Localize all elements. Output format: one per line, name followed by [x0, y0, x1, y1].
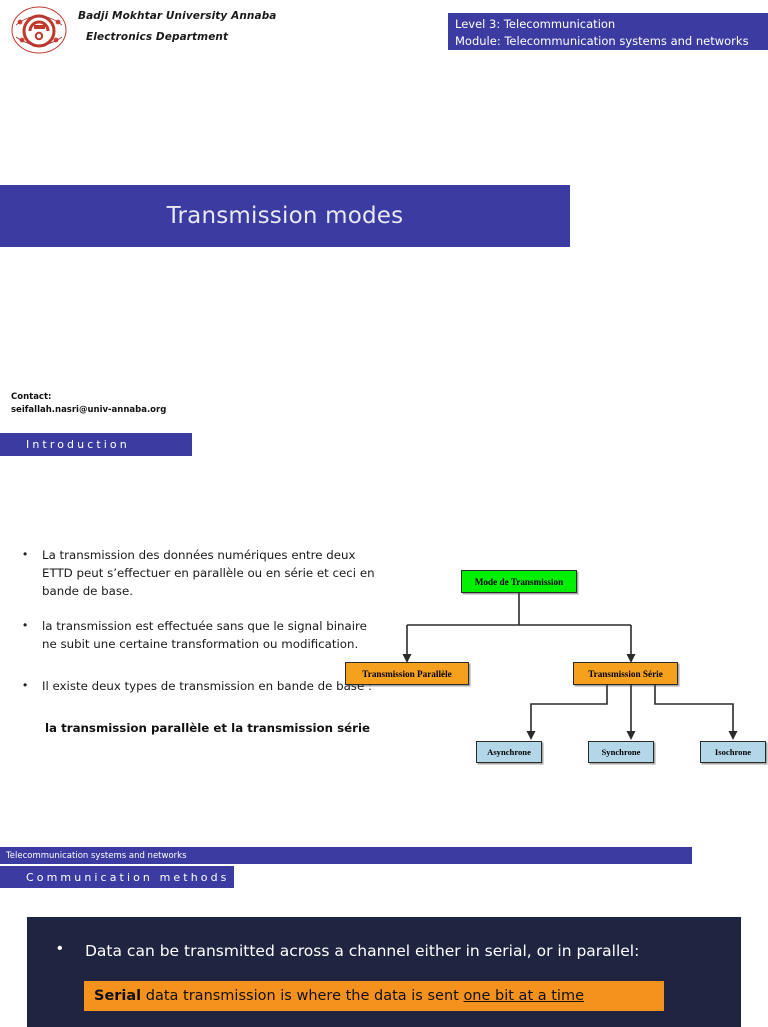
- tree-connector-lines: [402, 593, 738, 740]
- header-module-text: Module: Telecommunication systems and ne…: [455, 33, 749, 48]
- french-sub-statement: la transmission parallèle et la transmis…: [45, 721, 371, 735]
- french-bullet-list: • La transmission des données numériques…: [18, 546, 378, 712]
- diagram-node-isochrone: Isochrone: [700, 741, 766, 763]
- section-header-introduction: Introduction: [0, 433, 192, 456]
- contact-block: Contact: seifallah.nasri@univ-annaba.org: [11, 391, 166, 416]
- bullet-dot-icon: •: [23, 618, 28, 632]
- header-module-banner: Level 3: Telecommunication Module: Telec…: [448, 13, 768, 50]
- serial-definition-text: Serial data transmission is where the da…: [94, 988, 584, 1004]
- bullet-dot-icon: •: [23, 678, 28, 692]
- transmission-mode-tree-diagram: Mode de Transmission Transmission Parall…: [345, 560, 768, 770]
- serial-definition-emphasis: one bit at a time: [463, 988, 584, 1004]
- list-item-text: Il existe deux types de transmission en …: [42, 679, 372, 693]
- diagram-node-transmission-parallele: Transmission Parallèle: [345, 662, 469, 685]
- contact-label: Contact:: [11, 392, 52, 402]
- list-item: • La transmission des données numériques…: [18, 546, 378, 600]
- serial-keyword: Serial: [94, 988, 142, 1004]
- diagram-node-transmission-serie: Transmission Série: [573, 662, 678, 685]
- header-level-text: Level 3: Telecommunication: [455, 17, 616, 31]
- diagram-node-root: Mode de Transmission: [461, 570, 577, 593]
- list-item-text: la transmission est effectuée sans que l…: [42, 619, 367, 651]
- university-name: Badji Mokhtar University Annaba: [78, 10, 277, 22]
- slide-title-banner: Transmission modes: [0, 185, 570, 247]
- footer-strip-text: Telecommunication systems and networks: [6, 850, 187, 861]
- university-seal-icon: [8, 5, 70, 55]
- page-title: Transmission modes: [166, 203, 404, 229]
- bullet-dot-icon: •: [57, 940, 63, 957]
- diagram-node-asynchrone: Asynchrone: [476, 741, 542, 763]
- panel-bullet-text: Data can be transmitted across a channel…: [85, 942, 640, 960]
- contact-email: seifallah.nasri@univ-annaba.org: [11, 404, 167, 415]
- list-item: • Il existe deux types de transmission e…: [18, 677, 378, 695]
- section-label-introduction: Introduction: [26, 438, 130, 451]
- list-item: • la transmission est effectuée sans que…: [18, 617, 378, 653]
- serial-definition-highlight: Serial data transmission is where the da…: [84, 981, 664, 1011]
- panel-bullet-item: • Data can be transmitted across a chann…: [57, 940, 640, 961]
- department-name: Electronics Department: [86, 31, 229, 43]
- bullet-dot-icon: •: [23, 547, 28, 561]
- footer-module-strip: Telecommunication systems and networks: [0, 847, 692, 864]
- dark-content-panel: • Data can be transmitted across a chann…: [27, 917, 741, 1027]
- list-item-text: La transmission des données numériques e…: [42, 548, 375, 598]
- diagram-node-synchrone: Synchrone: [588, 741, 654, 763]
- serial-definition-mid: data transmission is where the data is s…: [141, 988, 464, 1004]
- section-label-communication-methods: Communication methods: [26, 870, 230, 884]
- section-header-communication-methods: Communication methods: [0, 866, 234, 888]
